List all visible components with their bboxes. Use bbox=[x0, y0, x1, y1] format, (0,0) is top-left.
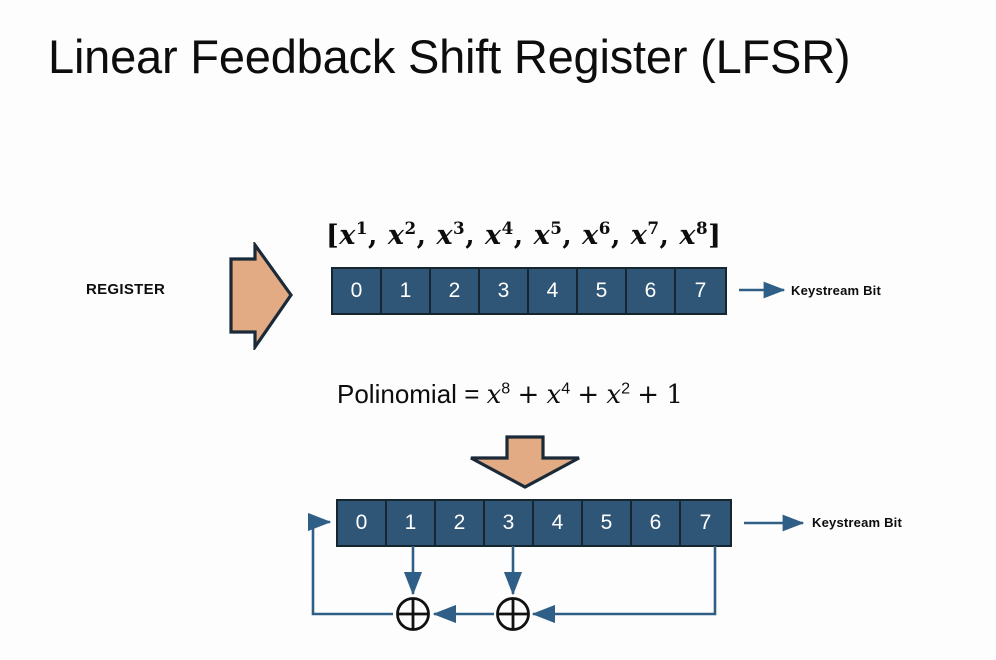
vector-base-7: x bbox=[630, 220, 648, 251]
vector-exp-8: 8 bbox=[695, 218, 709, 238]
page-title: Linear Feedback Shift Register (LFSR) bbox=[48, 30, 851, 83]
polynomial-base-1: x bbox=[486, 380, 502, 410]
vector-exp-5: 5 bbox=[550, 218, 563, 238]
register-cell[interactable]: 6 bbox=[632, 501, 681, 545]
register-cell[interactable]: 7 bbox=[681, 501, 730, 545]
keystream-bit-label-top: Keystream Bit bbox=[791, 283, 882, 298]
polynomial-prefix: Polinomial bbox=[337, 379, 457, 409]
vector-exp-2: 2 bbox=[404, 218, 417, 238]
polynomial-equals: = bbox=[464, 379, 480, 409]
vector-open-bracket: [ bbox=[326, 220, 340, 251]
register-cell[interactable]: 5 bbox=[578, 269, 627, 313]
polynomial-plus-1: + bbox=[517, 380, 540, 410]
polynomial-base-2: x bbox=[546, 380, 562, 410]
vector-sep-2: , bbox=[416, 220, 427, 251]
right-block-arrow bbox=[229, 242, 293, 350]
vector-sep-7: , bbox=[659, 220, 670, 251]
register-cell[interactable]: 2 bbox=[436, 501, 485, 545]
register-cell[interactable]: 4 bbox=[534, 501, 583, 545]
vector-exp-3: 3 bbox=[453, 218, 466, 238]
register-cell[interactable]: 1 bbox=[382, 269, 431, 313]
keystream-bit-label-bottom: Keystream Bit bbox=[812, 515, 903, 530]
register-cell[interactable]: 6 bbox=[627, 269, 676, 313]
register-cell[interactable]: 2 bbox=[431, 269, 480, 313]
register-cell[interactable]: 4 bbox=[529, 269, 578, 313]
down-block-arrow bbox=[470, 435, 580, 489]
register-cell[interactable]: 3 bbox=[485, 501, 534, 545]
register-cell[interactable]: 0 bbox=[333, 269, 382, 313]
vector-exp-1: 1 bbox=[355, 218, 369, 238]
vector-base-6: x bbox=[582, 220, 599, 251]
register-vector-notation: [x1, x2, x3, x4, x5, x6, x7, x8] bbox=[326, 218, 721, 251]
register-cell[interactable]: 0 bbox=[338, 501, 387, 545]
polynomial-base-3: x bbox=[606, 380, 622, 410]
polynomial-exp-2: 4 bbox=[561, 379, 571, 398]
polynomial-exp-3: 2 bbox=[621, 379, 631, 398]
vector-sep-3: , bbox=[465, 220, 476, 251]
polynomial-constant: 1 bbox=[666, 380, 683, 410]
vector-sep-1: , bbox=[368, 220, 378, 251]
vector-base-3: x bbox=[436, 220, 454, 251]
vector-base-8: x bbox=[679, 220, 696, 251]
vector-sep-4: , bbox=[513, 220, 524, 251]
register-cell[interactable]: 7 bbox=[676, 269, 725, 313]
register-cell[interactable]: 5 bbox=[583, 501, 632, 545]
polynomial-plus-3: + bbox=[637, 380, 660, 410]
vector-base-2: x bbox=[387, 220, 405, 251]
vector-sep-6: , bbox=[610, 220, 621, 251]
vector-exp-6: 6 bbox=[598, 218, 611, 238]
vector-sep-5: , bbox=[562, 220, 573, 251]
register-cell[interactable]: 3 bbox=[480, 269, 529, 313]
polynomial-expression: Polinomial = x8 + x4 + x2 + 1 bbox=[337, 379, 683, 410]
xor-gate-right[interactable] bbox=[496, 597, 530, 631]
vector-exp-4: 4 bbox=[501, 218, 514, 238]
xor-gate-left[interactable] bbox=[396, 597, 430, 631]
register-label: REGISTER bbox=[86, 281, 166, 298]
polynomial-exp-1: 8 bbox=[501, 379, 511, 398]
vector-base-5: x bbox=[533, 220, 551, 251]
vector-base-4: x bbox=[485, 220, 502, 251]
vector-exp-7: 7 bbox=[647, 218, 660, 238]
register-cell[interactable]: 1 bbox=[387, 501, 436, 545]
vector-base-1: x bbox=[339, 220, 356, 251]
register-row-bottom: 0 1 2 3 4 5 6 7 bbox=[336, 499, 732, 547]
register-row-top: 0 1 2 3 4 5 6 7 bbox=[331, 267, 727, 315]
vector-close-bracket: ] bbox=[708, 220, 722, 251]
polynomial-plus-2: + bbox=[577, 380, 600, 410]
feedback-line-cell7 bbox=[531, 546, 717, 624]
